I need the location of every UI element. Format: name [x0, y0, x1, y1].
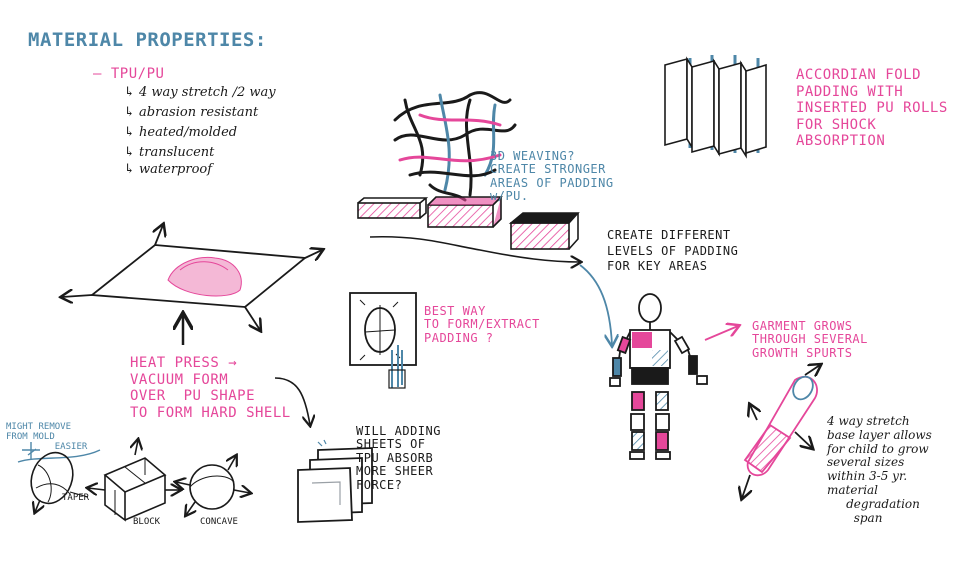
- label-concave: CONCAVE: [200, 517, 238, 527]
- tpu-sheets-sketch: [297, 439, 373, 523]
- note-4-way-stretch: 4 way stretch base layer allows for chil…: [827, 414, 932, 525]
- note-accordion-fold: ACCORDIAN FOLD PADDING WITH INSERTED PU …: [796, 67, 948, 150]
- label-block: BLOCK: [133, 517, 161, 527]
- heat-press-sheet-sketch: [62, 225, 322, 345]
- mold-shapes-sketch: [17, 440, 250, 522]
- note-3d-weaving: 3D WEAVING? CREATE STRONGER AREAS OF PAD…: [490, 149, 614, 204]
- note-padding-levels: CREATE DIFFERENT LEVELS OF PADDING FOR K…: [607, 228, 739, 274]
- padding-blocks-sketch: [357, 196, 580, 262]
- property-5: ↳ waterproof: [124, 162, 213, 177]
- arrow-to-sheets: [274, 377, 310, 425]
- accordion-padding-sketch: [664, 55, 767, 159]
- note-heat-press: HEAT PRESS → VACUUM FORM OVER PU SHAPE T…: [130, 355, 291, 421]
- property-2: ↳ abrasion resistant: [124, 105, 259, 120]
- property-3: ↳ heated/molded: [124, 125, 238, 140]
- material-properties-title: MATERIAL PROPERTIES:: [28, 29, 267, 51]
- stretch-sleeve-sketch: [742, 365, 820, 498]
- note-garment-grows: GARMENT GROWS THROUGH SEVERAL GROWTH SPU…: [752, 319, 868, 360]
- note-extract-padding: BEST WAY TO FORM/EXTRACT PADDING ?: [424, 304, 540, 345]
- woven-tangle-sketch: [393, 91, 517, 202]
- label-taper: TAPER: [62, 493, 90, 503]
- child-figure-sketch: [579, 264, 708, 460]
- note-tpu-sheets: WILL ADDING SHEETS OF TPU ABSORB MORE SH…: [356, 424, 441, 492]
- tpu-pu-heading: – TPU/PU: [93, 66, 165, 82]
- extract-padding-sketch: [349, 292, 417, 389]
- note-remove-from-mold: MIGHT REMOVE FROM MOLD EASIER: [6, 422, 88, 453]
- growth-arrow: [704, 326, 738, 341]
- property-4: ↳ translucent: [124, 145, 215, 160]
- property-1: ↳ 4 way stretch /2 way: [124, 85, 276, 100]
